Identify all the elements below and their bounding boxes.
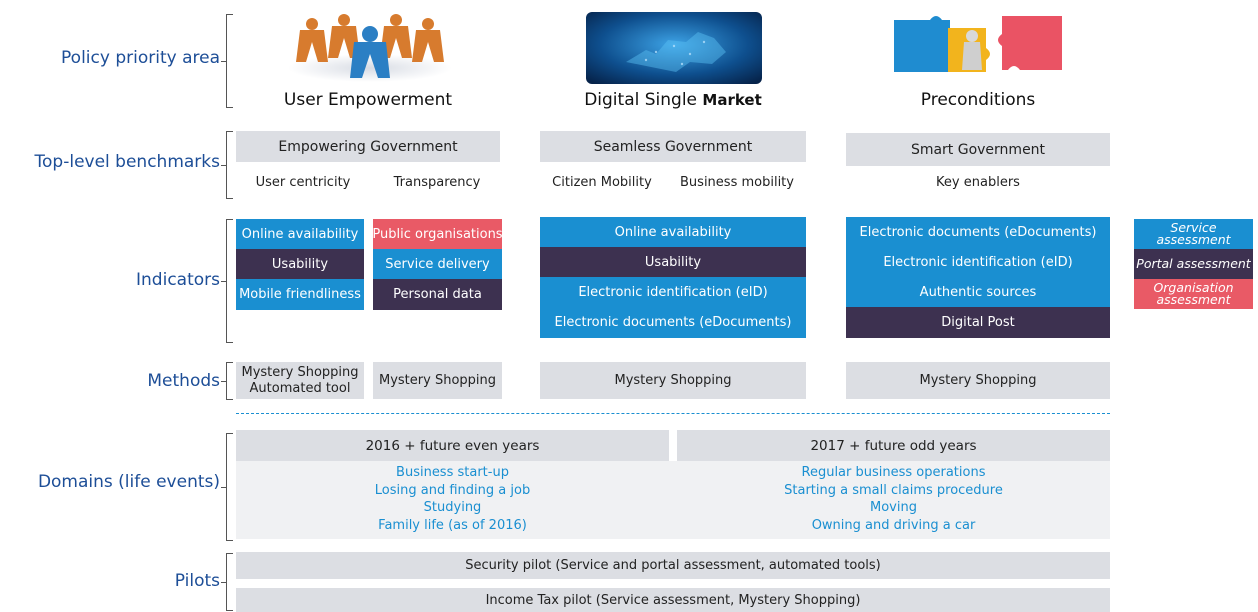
sub-user-centricity: User centricity	[255, 175, 351, 190]
domain-item: Studying	[423, 500, 482, 515]
sub-transparency: Transparency	[393, 175, 481, 190]
domains-odd-list: Regular business operations Starting a s…	[677, 464, 1110, 534]
benchmark-seamless-government: Seamless Government	[540, 131, 806, 162]
method-ue-left: Mystery Shopping Automated tool	[236, 362, 364, 399]
indicator-personal-data: Personal data	[373, 279, 502, 310]
people-circle-icon	[282, 12, 458, 82]
bracket-policy	[221, 14, 233, 108]
row-label-pilots: Pilots	[174, 571, 220, 591]
legend-portal-assessment: Portal assessment	[1134, 249, 1253, 279]
indicator-usability: Usability	[236, 249, 364, 279]
legend-organisation-line2: assessment	[1156, 292, 1231, 307]
indicator-mobile-friendliness: Mobile friendliness	[236, 279, 364, 310]
domains-even-header: 2016 + future even years	[236, 430, 669, 461]
indicator-online-availability: Online availability	[236, 219, 364, 249]
row-label-domains: Domains (life events)	[37, 472, 220, 492]
indicator-dsm-edocuments: Electronic documents (eDocuments)	[540, 307, 806, 338]
sub-business-mobility: Business mobility	[680, 175, 794, 190]
sub-key-enablers: Key enablers	[936, 175, 1020, 190]
benchmark-smart-government: Smart Government	[846, 133, 1110, 166]
row-label-indicators: Indicators	[136, 270, 220, 290]
pillar-title-user-empowerment: User Empowerment	[283, 90, 453, 110]
bracket-benchmarks	[221, 131, 233, 199]
method-preconditions: Mystery Shopping	[846, 362, 1110, 399]
domain-item: Losing and finding a job	[374, 482, 531, 498]
domain-item: Business start-up	[396, 465, 509, 480]
method-dsm: Mystery Shopping	[540, 362, 806, 399]
row-label-policy: Policy priority area	[61, 48, 220, 68]
domain-item: Owning and driving a car	[811, 517, 976, 533]
indicator-pre-digital-post: Digital Post	[846, 307, 1110, 338]
europe-map-icon	[586, 12, 762, 84]
pillar-title-dsm-pre: Digital Single	[584, 90, 703, 110]
bracket-indicators	[221, 219, 233, 343]
pilot-security: Security pilot (Service and portal asses…	[236, 552, 1110, 579]
sub-citizen-mobility: Citizen Mobility	[552, 175, 652, 190]
legend-service-assessment: Service assessment	[1134, 219, 1253, 249]
domain-item: Moving	[870, 500, 917, 515]
domains-body	[236, 461, 1110, 539]
domains-odd-header: 2017 + future odd years	[677, 430, 1110, 461]
indicator-pre-eid: Electronic identification (eID)	[846, 247, 1110, 277]
indicator-service-delivery: Service delivery	[373, 249, 502, 279]
domain-item: Starting a small claims procedure	[784, 482, 1003, 498]
indicator-pre-authentic-sources: Authentic sources	[846, 277, 1110, 307]
pilot-income-tax: Income Tax pilot (Service assessment, My…	[236, 588, 1110, 612]
method-ue-right: Mystery Shopping	[373, 362, 502, 399]
pillar-title-preconditions: Preconditions	[920, 90, 1036, 110]
row-label-benchmarks: Top-level benchmarks	[34, 152, 220, 172]
bracket-pilots	[221, 553, 233, 611]
legend-service-line1: Service	[1170, 220, 1217, 235]
benchmark-empowering-government: Empowering Government	[236, 131, 500, 162]
bracket-methods	[221, 362, 233, 400]
indicator-dsm-eid: Electronic identification (eID)	[540, 277, 806, 307]
indicator-dsm-online-availability: Online availability	[540, 217, 806, 247]
legend-service-line2: assessment	[1156, 232, 1231, 247]
bracket-domains	[221, 433, 233, 541]
legend-organisation-line1: Organisation	[1153, 280, 1234, 295]
pillar-title-digital-single-market: Digital Single Market	[540, 90, 806, 110]
legend-organisation-assessment: Organisation assessment	[1134, 279, 1253, 309]
domains-even-list: Business start-up Losing and finding a j…	[236, 464, 669, 534]
separator-dashed-line	[236, 413, 1110, 414]
indicator-pre-edocuments: Electronic documents (eDocuments)	[846, 217, 1110, 247]
puzzle-pieces-icon	[890, 10, 1066, 82]
domain-item: Regular business operations	[801, 465, 986, 480]
indicator-public-organisations: Public organisations	[372, 219, 503, 249]
domain-item: Family life (as of 2016)	[378, 517, 527, 533]
pillar-title-dsm-bold: Market	[702, 91, 762, 109]
method-mystery-shopping: Mystery Shopping	[241, 364, 359, 380]
method-automated-tool: Automated tool	[249, 380, 351, 396]
indicator-dsm-usability: Usability	[540, 247, 806, 277]
row-label-methods: Methods	[147, 371, 220, 391]
